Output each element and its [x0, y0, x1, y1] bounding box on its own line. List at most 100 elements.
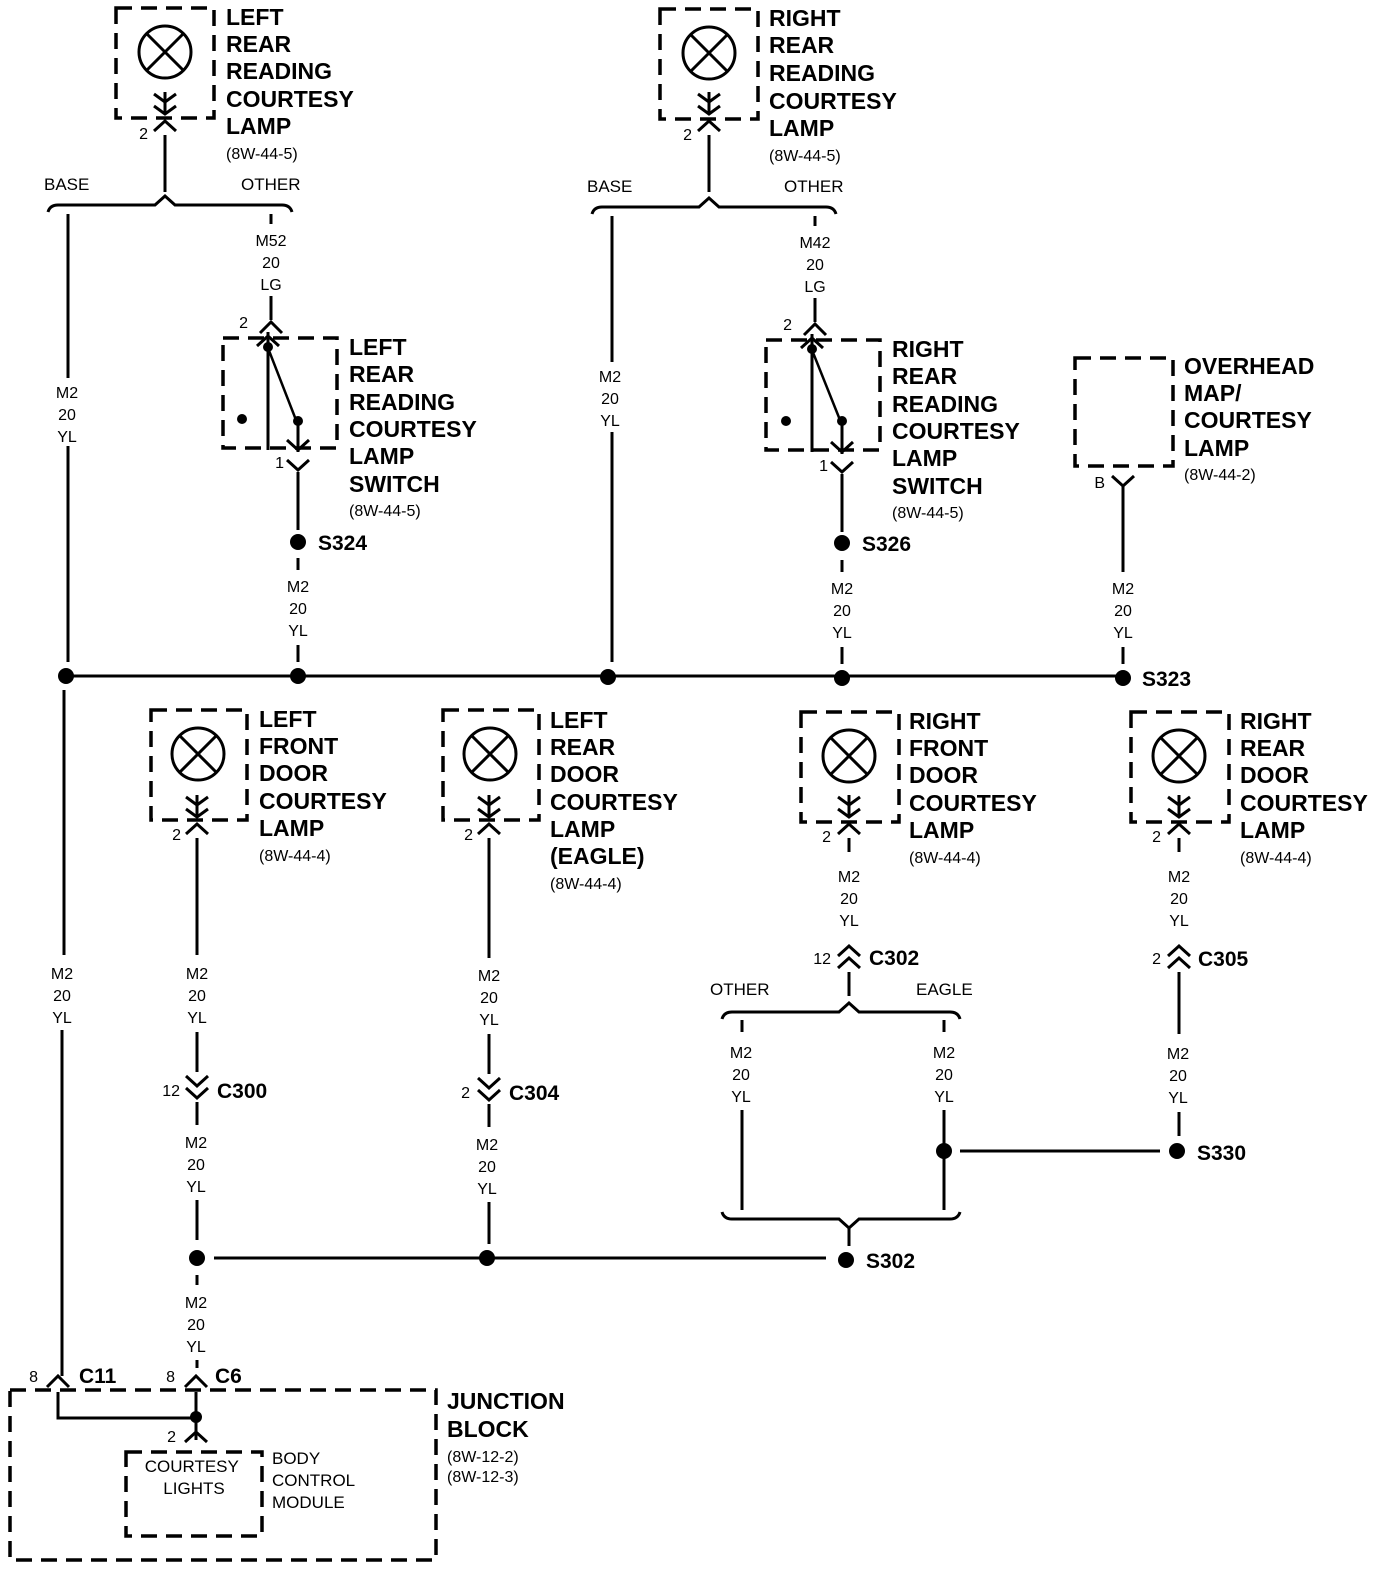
connector-c304: 2 C304 — [461, 1082, 559, 1105]
rr-reading-switch-box — [764, 338, 882, 452]
lamp-bulb-icon — [681, 25, 737, 81]
lf-door-lamp-box — [149, 708, 249, 822]
pin-number: 2 — [1152, 829, 1161, 846]
svg-text:12: 12 — [813, 951, 831, 968]
rf-door-lamp-title: RIGHT FRONT DOOR COURTESY LAMP — [909, 708, 1043, 843]
splice-s323-dot — [1115, 670, 1131, 686]
connector-c302: 12 C302 — [813, 947, 919, 970]
svg-text:12: 12 — [162, 1083, 180, 1100]
bcm-box — [124, 1450, 264, 1538]
pin-number: 2 — [822, 829, 831, 846]
switch-contact-dot — [781, 416, 791, 426]
junction-block-title: JUNCTION BLOCK — [447, 1388, 571, 1442]
wires — [46, 135, 1181, 1440]
svg-text:8: 8 — [29, 1369, 38, 1386]
lr-reading-lamp-box — [114, 6, 216, 120]
option-base-label: BASE — [587, 177, 632, 196]
splice-dot — [290, 668, 306, 684]
splice-s323-label: S323 — [1142, 668, 1191, 691]
splice-dot — [58, 668, 74, 684]
splice-dot — [189, 1250, 205, 1266]
splice-s326-label: S326 — [862, 533, 911, 556]
lamp-bulb-icon — [1151, 728, 1207, 784]
splice-s302-dot — [838, 1252, 854, 1268]
pin-number: 2 — [783, 317, 792, 334]
switch-contact-dot — [263, 342, 273, 352]
svg-text:C305: C305 — [1198, 948, 1249, 971]
junction-block-references: (8W-12-2) (8W-12-3) — [447, 1449, 523, 1486]
pin-number: B — [1094, 475, 1105, 492]
svg-text:C6: C6 — [215, 1365, 242, 1388]
rr-door-lamp-title: RIGHT REAR DOOR COURTESY LAMP — [1240, 708, 1374, 843]
lr-door-lamp-box — [441, 708, 541, 822]
pin-number: 2 — [464, 827, 473, 844]
junction-block-box — [8, 1388, 438, 1562]
svg-text:8: 8 — [166, 1369, 175, 1386]
splice-s302-label: S302 — [866, 1250, 915, 1273]
svg-text:C302: C302 — [869, 947, 919, 970]
svg-text:C300: C300 — [217, 1080, 267, 1103]
pin-number: 2 — [172, 827, 181, 844]
component-reference: (8W-44-5) — [349, 503, 421, 520]
component-reference: (8W-44-4) — [1240, 850, 1312, 867]
lamp-bulb-icon — [462, 726, 518, 782]
lr-reading-lamp-title: LEFT REAR READING COURTESY LAMP — [226, 4, 360, 139]
rr-reading-switch-title: RIGHT REAR READING COURTESY LAMP SWITCH — [892, 336, 1026, 499]
option-other-label: OTHER — [710, 980, 770, 999]
overhead-lamp-title: OVERHEAD MAP/ COURTESY LAMP — [1184, 353, 1321, 461]
splice-s324-label: S324 — [318, 532, 367, 555]
connector-c11: 8 C11 — [29, 1365, 117, 1388]
component-reference: (8W-44-5) — [226, 146, 298, 163]
svg-text:C304: C304 — [509, 1082, 560, 1105]
svg-text:C11: C11 — [79, 1365, 117, 1388]
component-reference: (8W-44-4) — [259, 848, 331, 865]
splice-s330-label: S330 — [1197, 1142, 1246, 1165]
connector-glyphs — [45, 92, 1192, 1444]
component-reference: (8W-44-4) — [909, 850, 981, 867]
connector-c300: 12 C300 — [162, 1080, 267, 1103]
rr-reading-lamp-box — [658, 7, 760, 121]
switch-contact-dot — [293, 416, 303, 426]
splice-dot — [479, 1250, 495, 1266]
splice-s324-dot — [290, 534, 306, 550]
lr-door-lamp-title: LEFT REAR DOOR COURTESY LAMP (EAGLE) — [550, 707, 684, 869]
splice-dot — [936, 1143, 952, 1159]
lamp-bulb-icon — [170, 726, 226, 782]
option-other-label: OTHER — [241, 175, 301, 194]
overhead-lamp-box — [1073, 356, 1175, 468]
splice-dot — [190, 1411, 202, 1423]
pin-number: 1 — [819, 458, 828, 475]
switch-contact-dot — [837, 416, 847, 426]
splice-dot — [834, 670, 850, 686]
lr-reading-switch-box — [221, 336, 339, 450]
pin-number: 1 — [275, 455, 284, 472]
switch-contact-dot — [237, 414, 247, 424]
svg-text:2: 2 — [461, 1085, 470, 1102]
component-reference: (8W-44-2) — [1184, 467, 1256, 484]
rr-door-lamp-box — [1129, 710, 1231, 824]
lamp-bulb-icon — [821, 728, 877, 784]
option-eagle-label: EAGLE — [916, 980, 973, 999]
lr-reading-switch-title: LEFT REAR READING COURTESY LAMP SWITCH — [349, 334, 483, 497]
switch-contact-dot — [807, 344, 817, 354]
bcm-courtesy-lights-label: COURTESY LIGHTS — [145, 1457, 244, 1498]
splice-s330-dot — [1169, 1143, 1185, 1159]
option-base-label: BASE — [44, 175, 89, 194]
svg-text:2: 2 — [1152, 951, 1161, 968]
component-reference: (8W-44-5) — [892, 505, 964, 522]
lamp-bulb-icon — [137, 24, 193, 80]
